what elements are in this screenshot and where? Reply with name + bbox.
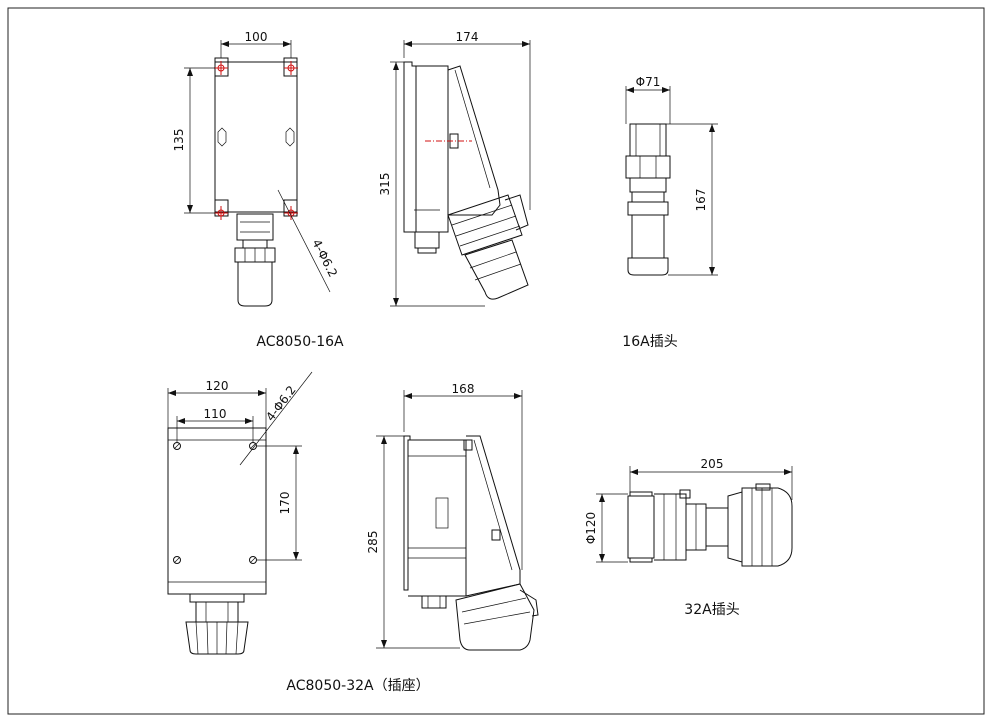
plug32-view: 205 Φ120 (584, 457, 793, 567)
ac16-hole-label: 4-Φ6.2 (309, 237, 340, 279)
ac16-front-view: 100 135 4-Φ6.2 (172, 30, 340, 307)
ac16-side-view: 174 315 (378, 30, 531, 307)
caption-ac32: AC8050-32A（插座） (286, 678, 429, 694)
caption-ac16: AC8050-16A (256, 334, 344, 350)
caption-plug32: 32A插头 (684, 602, 739, 618)
plug32-length-label: 205 (701, 457, 724, 471)
plug16-dia-label: Φ71 (636, 75, 661, 89)
ac16-height-label: 135 (172, 129, 186, 152)
plug16-view: Φ71 167 (625, 75, 718, 276)
ac32-hole-label: 4-Φ6.2 (263, 383, 299, 424)
mounting-hole-marker (173, 442, 257, 564)
mounting-hole-marker (214, 61, 298, 220)
ac16-width-label: 100 (245, 30, 268, 44)
ac32-front-view: 120 110 170 4-Φ6.2 (167, 371, 313, 655)
caption-plug16: 16A插头 (622, 334, 677, 350)
ac32-inner-width-label: 110 (204, 407, 227, 421)
ac32-side-height-label: 285 (366, 531, 380, 554)
ac32-side-width-label: 168 (452, 382, 475, 396)
ac32-side-view: 168 285 (366, 382, 539, 651)
ac16-side-width-label: 174 (456, 30, 479, 44)
plug16-length-label: 167 (694, 189, 708, 212)
sheet-border (7, 7, 985, 715)
ac32-height-label: 170 (278, 492, 292, 515)
ac16-side-height-label: 315 (378, 173, 392, 196)
plug32-dia-label: Φ120 (584, 512, 598, 544)
ac32-outer-width-label: 120 (206, 379, 229, 393)
